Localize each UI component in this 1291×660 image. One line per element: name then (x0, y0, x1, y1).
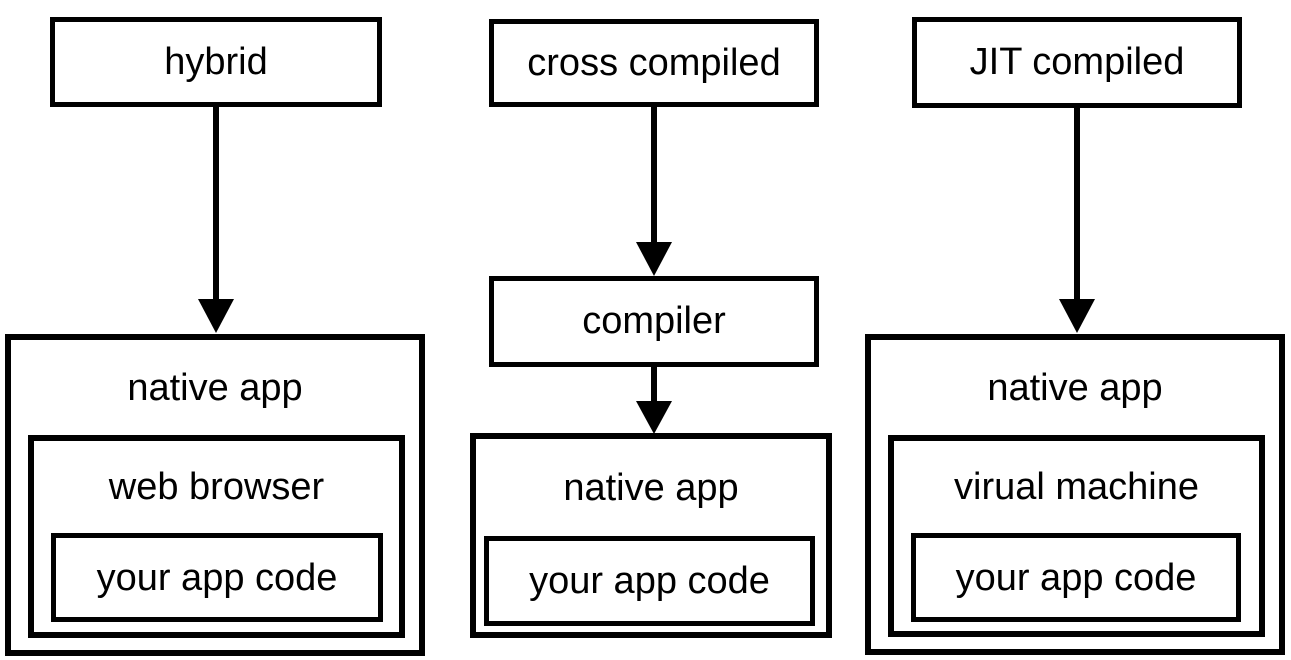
jit-compiled-header-label: JIT compiled (969, 41, 1185, 83)
hybrid-header-label: hybrid (164, 40, 268, 83)
web-browser-box: web browser your app code (28, 435, 405, 638)
native-app-box-cross-compiled: native app your app code (470, 433, 832, 638)
virtual-machine-box: virual machine your app code (888, 435, 1265, 637)
arrow-down-icon-hybrid-to-native-app (198, 105, 234, 333)
native-app-box-jit: native app virual machine your app code (865, 334, 1285, 655)
arrow-down-icon-compiler-to-native-app (636, 365, 672, 434)
cross-compiled-header-box: cross compiled (489, 19, 819, 107)
native-app-label-hybrid: native app (127, 366, 303, 409)
compiler-box: compiler (489, 276, 819, 367)
hybrid-header-box: hybrid (50, 17, 382, 107)
compiler-label: compiler (582, 300, 726, 342)
web-browser-label: web browser (108, 466, 325, 508)
native-app-box-hybrid: native app web browser your app code (5, 334, 425, 656)
your-app-code-box-cross-compiled: your app code (484, 536, 815, 626)
arrow-down-icon-cross-compiled-to-compiler (636, 105, 672, 276)
native-app-label-jit: native app (987, 366, 1163, 409)
your-app-code-box-jit: your app code (911, 533, 1241, 622)
your-app-code-box-hybrid: your app code (51, 533, 383, 622)
arrow-down-icon-jit-compiled-to-native-app (1059, 106, 1095, 333)
jit-compiled-header-box: JIT compiled (912, 17, 1242, 108)
virtual-machine-label: virual machine (954, 466, 1199, 508)
cross-compiled-header-label: cross compiled (527, 41, 781, 84)
native-app-label-cross-compiled: native app (563, 466, 739, 509)
